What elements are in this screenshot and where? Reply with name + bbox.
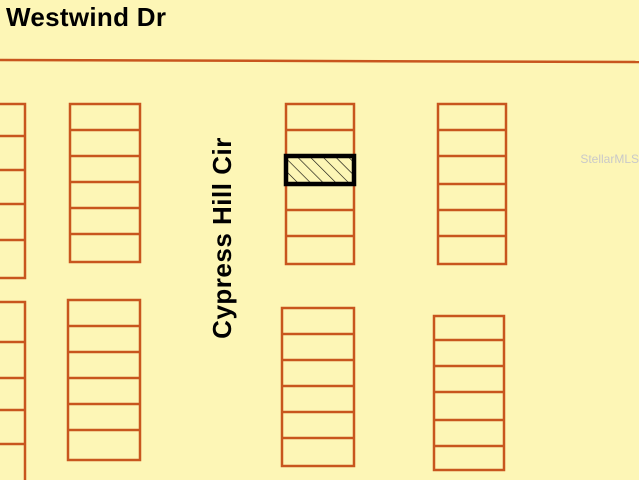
lot-block-col2-bottom [66,298,142,462]
street-label-westwind-dr: Westwind Dr [6,2,167,32]
lot-block-left-top [0,102,27,280]
lot-block-col4-top [436,102,508,266]
lot-block-col2-top [68,102,142,264]
street-label-cypress-hill-cir: Cypress Hill Cir [207,137,237,339]
lot-block-col4-bottom [432,314,506,472]
lot-block-left-bottom [0,300,27,480]
lot-block-col3-bottom [280,306,356,468]
westwind-dr-road-edge [0,58,639,64]
mls-watermark: StellarMLS [580,152,639,166]
highlighted-parcel[interactable] [283,153,357,187]
